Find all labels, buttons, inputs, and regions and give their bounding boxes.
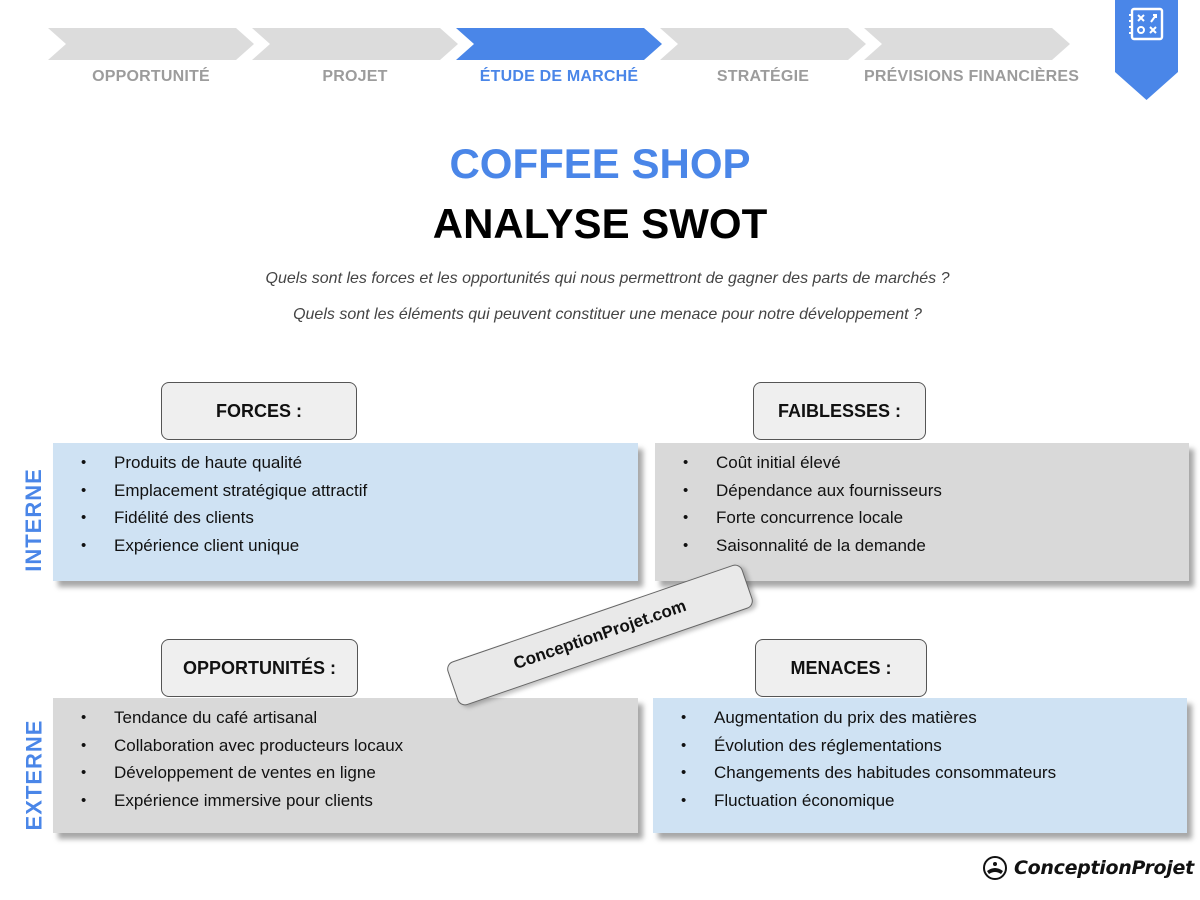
list-item: •Forte concurrence locale	[683, 508, 904, 528]
page-subtitle: ANALYSE SWOT	[432, 200, 768, 247]
step-previsions-financieres[interactable]: PRÉVISIONS FINANCIÈRES	[864, 28, 1080, 92]
strategy-board-icon	[1129, 7, 1164, 41]
list-item: •Tendance du café artisanal	[81, 708, 318, 727]
footer-logo[interactable]: ConceptionProjet	[982, 852, 1194, 884]
page-title: COFFEE SHOP	[449, 140, 751, 187]
step-label: STRATÉGIE	[716, 68, 810, 85]
progress-steps: OPPORTUNITÉ PROJET ÉTUDE DE MARCHÉ STRAT…	[48, 28, 1100, 92]
list-item: •Emplacement stratégique attractif	[81, 480, 368, 500]
question-2: Quels sont les éléments qui peuvent cons…	[293, 306, 922, 323]
step-chevron	[864, 28, 1070, 60]
bookmark-ribbon	[1115, 0, 1178, 100]
step-label: PROJET	[322, 68, 388, 85]
step-opportunite[interactable]: OPPORTUNITÉ	[48, 28, 254, 92]
menaces-list: •Augmentation du prix des matières •Évol…	[653, 704, 1187, 814]
conceptionprojet-logo-icon	[983, 856, 1007, 880]
faiblesses-heading: FAIBLESSES :	[753, 382, 926, 440]
list-item: •Coût initial élevé	[683, 453, 841, 472]
step-chevron	[660, 28, 866, 60]
list-item: •Fluctuation économique	[681, 790, 895, 810]
step-strategie[interactable]: STRATÉGIE	[660, 28, 866, 92]
step-chevron-active	[456, 28, 662, 60]
list-item: •Dépendance aux fournisseurs	[683, 480, 942, 500]
list-item: •Collaboration avec producteurs locaux	[81, 735, 404, 755]
opportunites-heading: OPPORTUNITÉS :	[161, 639, 358, 697]
list-item: •Expérience immersive pour clients	[81, 790, 373, 810]
menaces-box: •Augmentation du prix des matières •Évol…	[653, 698, 1187, 833]
forces-heading: FORCES :	[161, 382, 357, 440]
step-label: OPPORTUNITÉ	[92, 68, 210, 85]
forces-box: •Produits de haute qualité •Emplacement …	[53, 443, 638, 581]
list-item: •Augmentation du prix des matières	[681, 708, 977, 727]
list-item: •Changements des habitudes consommateurs	[681, 763, 1057, 783]
list-item: •Saisonnalité de la demande	[683, 535, 926, 555]
axis-external-label: EXTERNE	[21, 719, 47, 831]
list-item: •Développement de ventes en ligne	[81, 763, 376, 783]
step-etude-de-marche[interactable]: ÉTUDE DE MARCHÉ	[456, 28, 662, 92]
step-projet[interactable]: PROJET	[252, 28, 458, 92]
faiblesses-list: •Coût initial élevé •Dépendance aux four…	[655, 449, 1189, 559]
menaces-heading: MENACES :	[755, 639, 927, 697]
list-item: •Évolution des réglementations	[681, 735, 942, 755]
logo-text: ConceptionProjet	[1014, 857, 1194, 879]
step-label: PRÉVISIONS FINANCIÈRES	[864, 68, 1080, 85]
faiblesses-box: •Coût initial élevé •Dépendance aux four…	[655, 443, 1189, 581]
list-item: •Fidélité des clients	[81, 508, 254, 528]
opportunites-list: •Tendance du café artisanal •Collaborati…	[53, 704, 638, 814]
step-chevron	[252, 28, 458, 60]
step-chevron	[48, 28, 254, 60]
list-item: •Expérience client unique	[81, 535, 300, 555]
watermark-badge: ConceptionProjet.com	[445, 562, 755, 708]
forces-list: •Produits de haute qualité •Emplacement …	[53, 449, 638, 559]
question-1: Quels sont les forces et les opportunité…	[265, 270, 950, 287]
step-label: ÉTUDE DE MARCHÉ	[479, 68, 639, 85]
axis-internal-label: INTERNE	[21, 468, 46, 572]
list-item: •Produits de haute qualité	[81, 453, 303, 472]
opportunites-box: •Tendance du café artisanal •Collaborati…	[53, 698, 638, 833]
